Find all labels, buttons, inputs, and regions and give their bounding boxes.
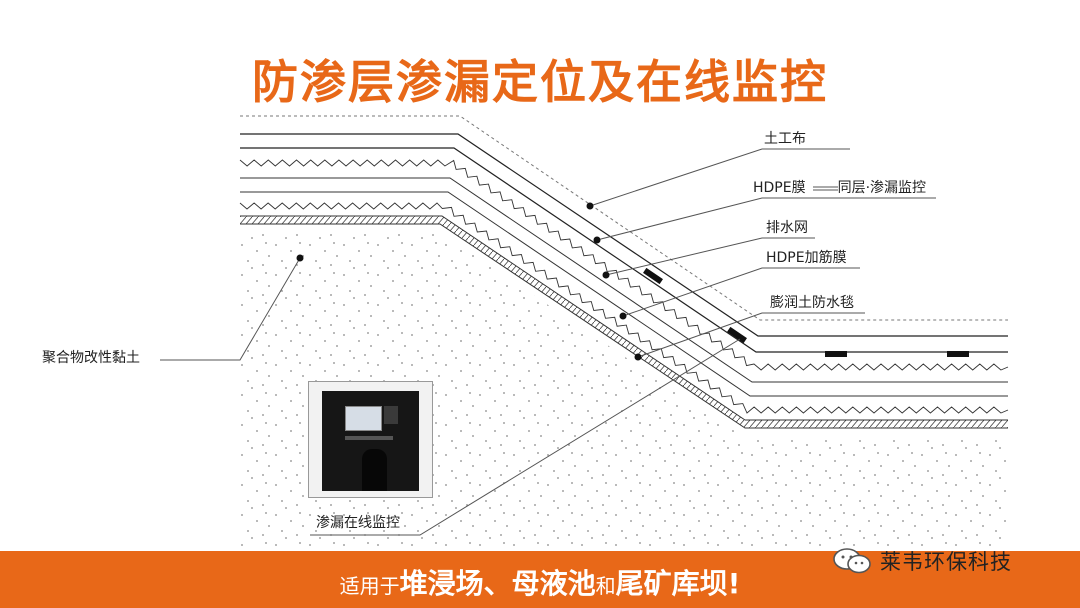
leader-clay: [160, 257, 301, 361]
geotextile-line: [240, 133, 1008, 337]
wechat-icon: [832, 546, 874, 576]
cabinet-panel: [384, 406, 398, 424]
cabinet-body: [322, 391, 419, 491]
footer-part3: 和: [595, 574, 616, 598]
leader-monitor: [310, 338, 741, 536]
hdpe-film-line: [240, 147, 1008, 353]
leader-hdpe-reinforced: [622, 267, 860, 317]
marker-dot: [634, 353, 642, 361]
reinforced-hdpe-zigzag: [239, 202, 1009, 414]
marker-dot: [593, 236, 601, 244]
cabinet-shelf: [345, 436, 393, 440]
drainage-net-zigzag: [239, 159, 1009, 371]
marker-dot: [586, 202, 594, 210]
page-title: 防渗层渗漏定位及在线监控: [252, 55, 828, 109]
footer-part1: 适用于: [339, 574, 400, 598]
bentonite-top-line: [240, 215, 1008, 421]
bentonite-bottom-line: [240, 223, 1008, 429]
label-drainage-net: 排水网: [766, 220, 808, 236]
label-hdpe-film: HDPE膜 同层·渗漏监控: [753, 180, 926, 196]
label-monitor: 渗漏在线监控: [316, 515, 400, 531]
monitor-cabinet-photo: [308, 381, 433, 498]
footer-text: 适用于堆浸场、母液池和尾矿库坝!: [0, 562, 1080, 602]
sensor-strip: [947, 351, 969, 357]
leader-bentonite: [637, 312, 865, 358]
label-clay: 聚合物改性黏土: [42, 350, 140, 366]
label-hdpe-reinforced: HDPE加筋膜: [766, 250, 847, 266]
leader-geotextile: [589, 148, 850, 207]
watermark-text: 莱韦环保科技: [880, 550, 1012, 574]
marker-dot: [296, 254, 304, 262]
sensor-strip: [643, 267, 663, 285]
sensor-strip: [727, 326, 747, 344]
leader-hdpe: [596, 197, 936, 241]
marker-dot: [602, 271, 610, 279]
layer-line-middle: [240, 177, 1008, 383]
sensor-strip: [825, 351, 847, 357]
label-geotextile: 土工布: [764, 131, 806, 147]
label-hdpe-note: 同层·渗漏监控: [837, 180, 927, 196]
footer-banner: 适用于堆浸场、母液池和尾矿库坝!: [0, 551, 1080, 608]
cabinet-operator-silhouette: [362, 449, 387, 491]
label-hdpe-film-text: HDPE膜: [753, 180, 806, 196]
marker-dot: [619, 312, 627, 320]
footer-part2: 堆浸场、母液池: [399, 567, 596, 600]
footer-part4: 尾矿库坝!: [615, 567, 741, 600]
cabinet-screen: [345, 406, 382, 431]
label-bentonite-blanket: 膨润土防水毯: [770, 295, 854, 311]
geotextile-dashed: [240, 115, 1008, 321]
leader-drainage: [605, 237, 815, 276]
watermark: 莱韦环保科技: [832, 545, 1012, 577]
reinforced-hdpe-line: [240, 191, 1008, 397]
